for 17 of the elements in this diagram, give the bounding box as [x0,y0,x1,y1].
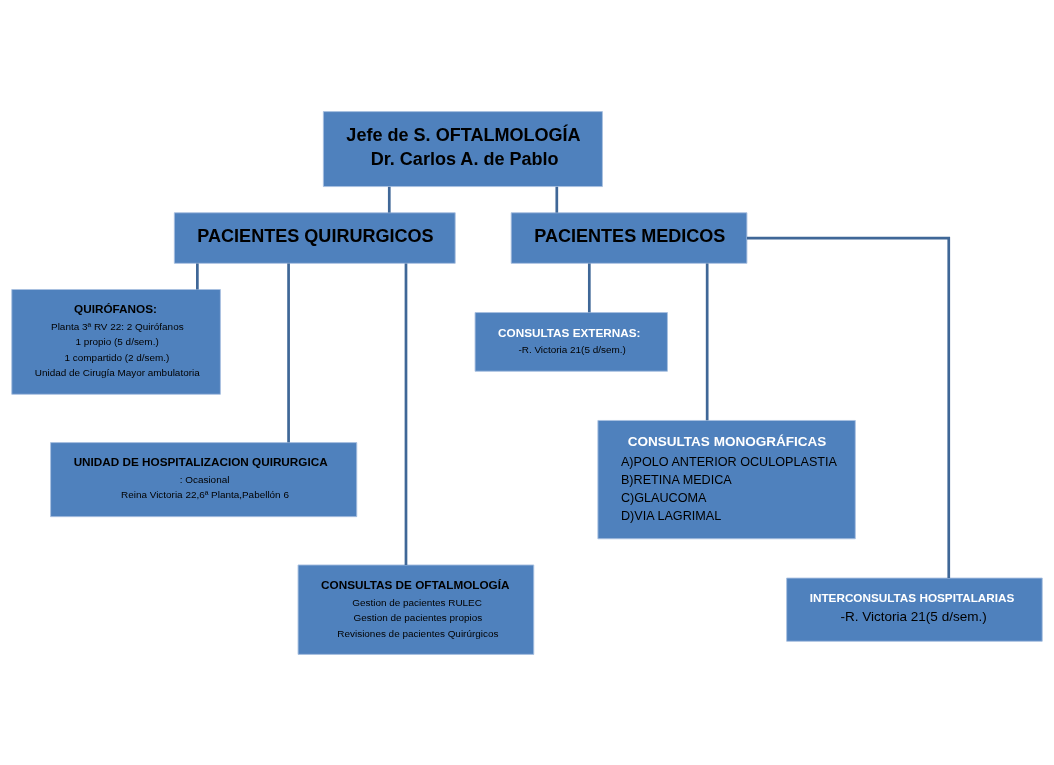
connector [404,263,408,565]
connector [705,262,709,420]
connector [555,186,559,213]
connector [387,186,391,213]
node-box: CONSULTAS DE OFTALMOLOGÍA Gestion de pacientes RULEC Gestion de pacientes propios Revisiones de pacientes Quirúrgicos [297,564,535,655]
connector [287,262,290,442]
connector [746,236,951,578]
node-box: UNIDAD DE HOSPITALIZACION QUIRURGICA : Ocasional Reina Victoria 22,6ª Planta,Pabellón 6 [50,441,358,517]
node-box: CONSULTAS EXTERNAS: -R. Victoria 21(5 d/sem.) [474,311,668,372]
node-box: CONSULTAS MONOGRÁFICAS A)POLO ANTERIOR OCULOPLASTIA B)RETINA MEDICA C)GLAUCOMA D)VIA LAGRIMAL [597,419,856,539]
node-box: QUIRÓFANOS: Planta 3ª RV 22: 2 Quirófanos 1 propio (5 d/sem.) 1 compartido (2 d/sem.) Unidad de Cirugía Mayor ambulatoria [11,288,221,395]
node-box: Jefe de S. OFTALMOLOGÍA Dr. Carlos A. de Pablo [322,110,603,187]
connector [196,262,199,289]
node-box: PACIENTES MEDICOS [510,211,748,264]
node-box: PACIENTES QUIRURGICOS [173,211,456,264]
node-box: INTERCONSULTAS HOSPITALARIAS -R. Victoria 21(5 d/sem.) [786,577,1043,642]
connector [587,262,591,312]
